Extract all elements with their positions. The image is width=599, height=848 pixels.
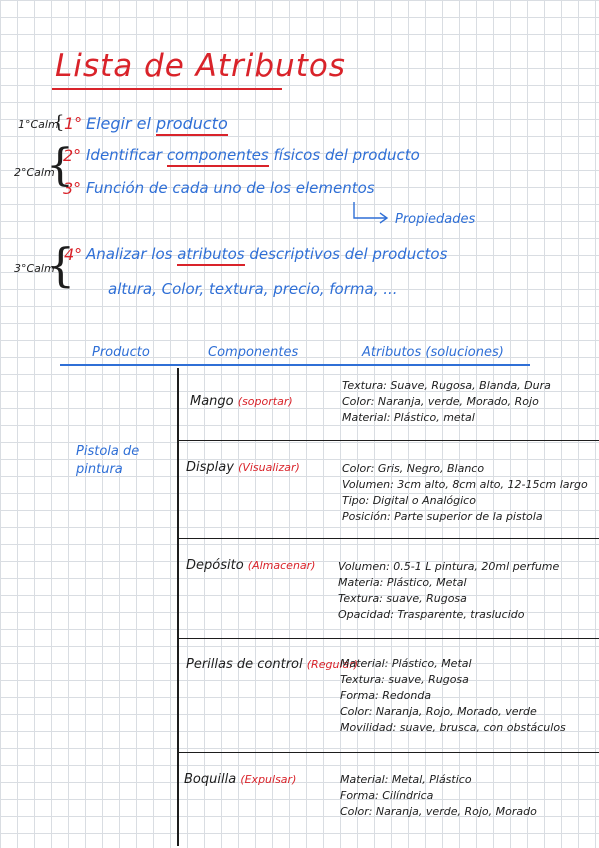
calm-label-3: 3°Calm (14, 262, 55, 275)
component-display: Display (Visualizar) (186, 460, 300, 475)
attribute-line: Volumen: 3cm alto, 8cm alto, 12-15cm lar… (342, 478, 588, 491)
brace-1: { (53, 112, 65, 133)
attribute-line: Textura: suave, Rugosa (340, 673, 469, 686)
product-name: Pistola de pintura (76, 444, 140, 477)
component-boquilla: Boquilla (Expulsar) (184, 772, 296, 787)
step4-list: altura, Color, textura, precio, forma, .… (108, 280, 398, 298)
attribute-line: Tipo: Digital o Analógico (342, 494, 476, 507)
attribute-line: Posición: Parte superior de la pistola (342, 510, 543, 523)
attributes-deposito: Volumen: 0.5-1 L pintura, 20ml perfume M… (338, 559, 559, 623)
attribute-line: Color: Naranja, Rojo, Morado, verde (340, 705, 537, 718)
step4-text: Analizar los atributos descriptivos del … (86, 245, 448, 266)
header-producto: Producto (92, 345, 150, 360)
header-componentes: Componentes (208, 345, 299, 360)
attribute-line: Materia: Plástico, Metal (338, 576, 467, 589)
title-underline (52, 88, 282, 90)
step4-post: descriptivos del productos (249, 245, 448, 263)
brace-2: { (46, 140, 74, 191)
component-name: Perillas de control (186, 657, 303, 672)
attribute-line: Movilidad: suave, brusca, con obstáculos (340, 721, 566, 734)
step1-text: Elegir el producto (86, 114, 228, 136)
attribute-line: Color: Gris, Negro, Blanco (342, 462, 485, 475)
step2-post: físicos del producto (273, 146, 420, 164)
header-atributos: Atributos (soluciones) (362, 345, 504, 360)
calm-label-2: 2°Calm (14, 166, 55, 179)
attribute-line: Forma: Redonda (340, 689, 432, 702)
step3-text: Función de cada uno de los elementos (86, 179, 375, 197)
component-role: (Visualizar) (238, 461, 300, 474)
component-name: Display (186, 460, 234, 475)
attribute-line: Color: Naranja, verde, Rojo, Morado (340, 805, 537, 818)
attribute-line: Color: Naranja, verde, Morado, Rojo (342, 395, 539, 408)
attribute-line: Volumen: 0.5-1 L pintura, 20ml perfume (338, 560, 560, 573)
row-divider-4 (177, 752, 599, 754)
step4-key: atributos (177, 245, 245, 266)
attribute-line: Material: Plástico, Metal (340, 657, 472, 670)
attribute-line: Forma: Cilíndrica (340, 789, 434, 802)
step2-number: 2° (63, 146, 82, 165)
attribute-line: Textura: Suave, Rugosa, Blanda, Dura (342, 379, 551, 392)
component-deposito: Depósito (Almacenar) (186, 558, 315, 573)
table-vertical-divider (177, 368, 179, 846)
row-divider-2 (177, 538, 599, 540)
component-name: Boquilla (184, 772, 237, 787)
component-mango: Mango (soportar) (190, 394, 293, 409)
row-divider-3 (177, 638, 599, 640)
step2-text: Identificar componentes físicos del prod… (86, 146, 420, 167)
step1-number: 1° (64, 114, 83, 133)
arrow-icon (353, 202, 389, 224)
attribute-line: Material: Metal, Plástico (340, 773, 472, 786)
step1-pre: Elegir el (86, 114, 151, 133)
step2-key: componentes (166, 146, 269, 167)
component-role: (Almacenar) (247, 559, 316, 572)
component-name: Depósito (186, 558, 244, 573)
component-name: Mango (190, 394, 234, 409)
attributes-boquilla: Material: Metal, Plástico Forma: Cilíndr… (340, 772, 537, 820)
component-role: (Expulsar) (240, 773, 297, 786)
attributes-display: Color: Gris, Negro, Blanco Volumen: 3cm … (342, 461, 588, 525)
component-role: (soportar) (237, 395, 293, 408)
step4-number: 4° (64, 245, 83, 264)
attribute-line: Textura: suave, Rugosa (338, 592, 467, 605)
row-divider-1 (177, 440, 599, 442)
calm-label-1: 1°Calm (18, 118, 59, 131)
attribute-line: Opacidad: Trasparente, traslucido (338, 608, 525, 621)
step2-pre: Identificar (86, 146, 163, 164)
step3-number: 3° (63, 179, 82, 198)
step3-arrow-label: Propiedades (395, 212, 476, 227)
component-role: (Regular) (306, 658, 359, 671)
attribute-line: Material: Plástico, metal (342, 411, 475, 424)
header-divider (60, 364, 530, 366)
component-perillas: Perillas de control (Regular) (186, 656, 358, 674)
page-title: Lista de Atributos (55, 48, 346, 84)
brace-3: { (46, 238, 76, 292)
step1-key: producto (156, 114, 228, 136)
attributes-perillas: Material: Plástico, Metal Textura: suave… (340, 656, 566, 736)
step4-pre: Analizar los (86, 245, 173, 263)
attributes-mango: Textura: Suave, Rugosa, Blanda, Dura Col… (342, 378, 551, 426)
